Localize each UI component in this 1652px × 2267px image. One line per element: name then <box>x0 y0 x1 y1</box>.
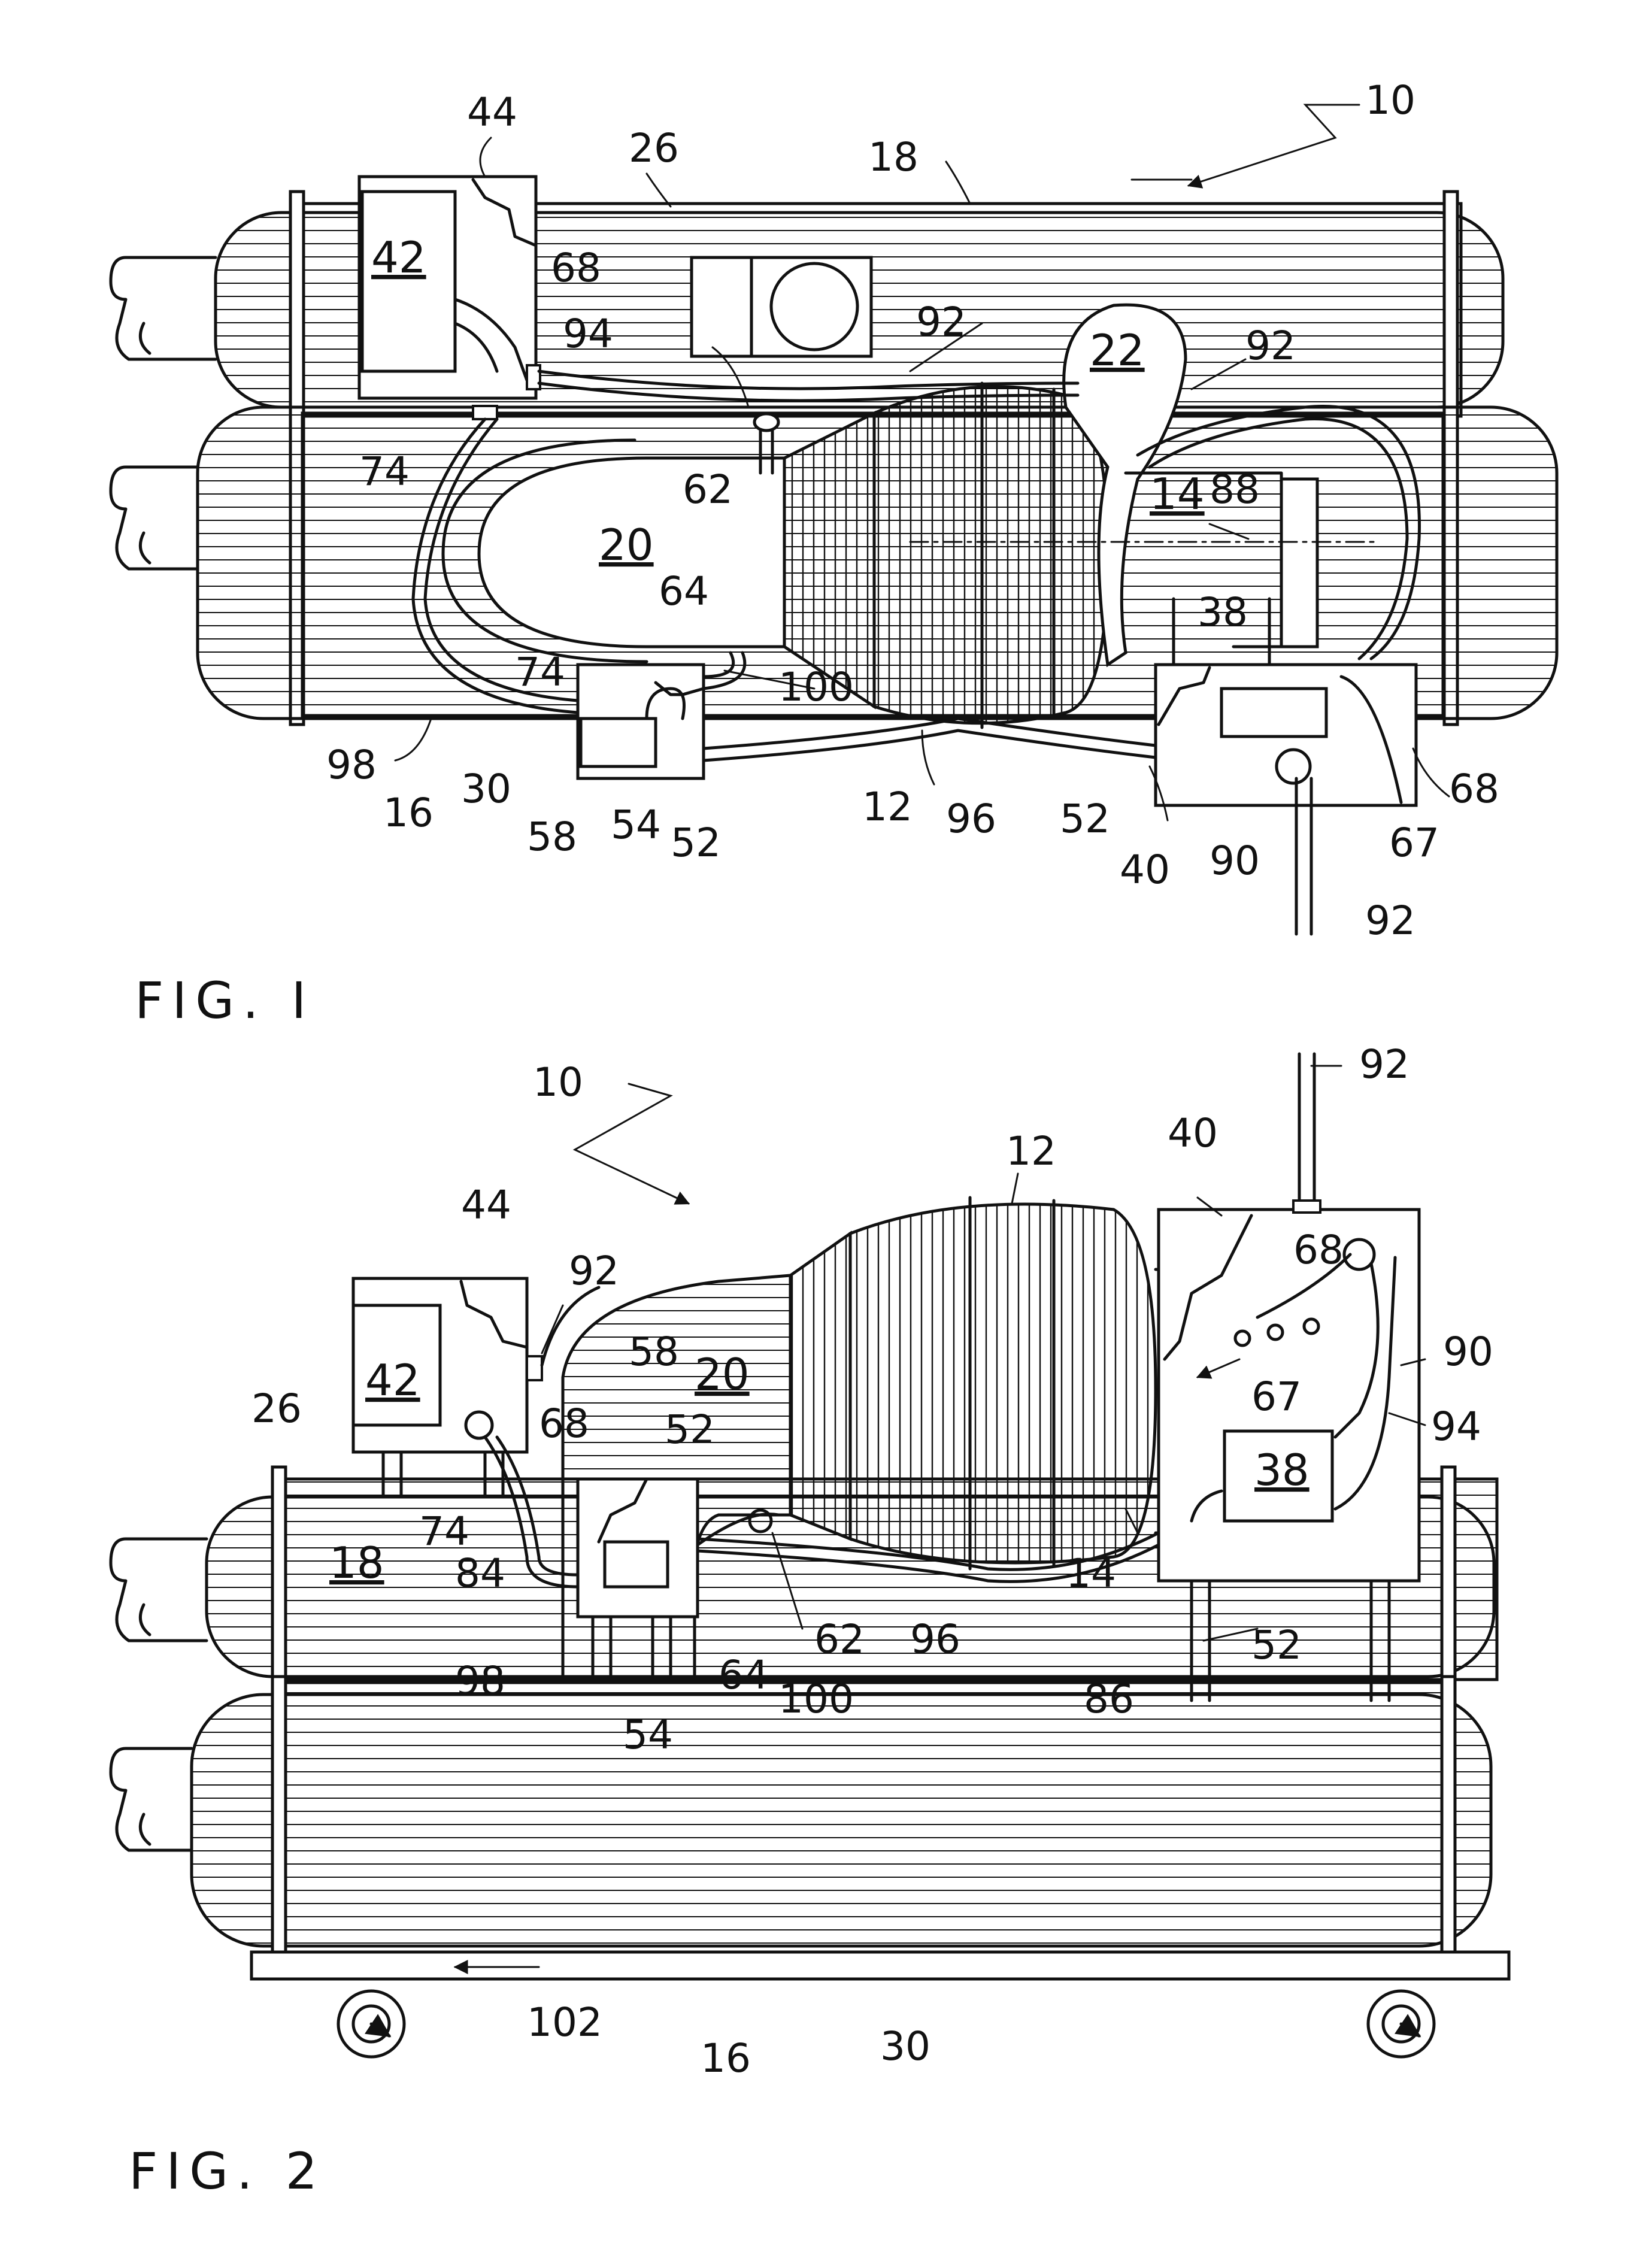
fig2-valve-box-58 <box>576 1477 699 1678</box>
fig2-label-16: 16 <box>701 2035 751 2081</box>
fig1-label-100: 100 <box>778 664 854 710</box>
fig1-label-54: 54 <box>611 802 661 848</box>
fig1-label-74b: 74 <box>515 649 565 695</box>
fig2-label-74: 74 <box>419 1508 469 1554</box>
figure-1: 10 44 26 18 42 68 94 92 22 92 62 14 88 2… <box>109 77 1559 1030</box>
fig2-label-12: 12 <box>1006 1128 1056 1174</box>
fig1-label-67: 67 <box>1389 820 1439 866</box>
fig1-label-74a: 74 <box>359 448 410 495</box>
fig1-label-62: 62 <box>683 466 733 513</box>
fig1-label-68b: 68 <box>1449 766 1499 812</box>
fig1-label-12: 12 <box>862 784 913 830</box>
figure-2: 10 92 12 40 44 92 68 58 20 42 90 26 67 6… <box>109 1041 1511 2201</box>
fig2-label-42: 42 <box>365 1355 420 1405</box>
fig1-label-18: 18 <box>868 134 919 180</box>
fig2-label-58: 58 <box>629 1329 679 1375</box>
fig1-label-52a: 52 <box>671 820 721 866</box>
fig1-label-92c: 92 <box>1365 898 1415 944</box>
fig1-label-52b: 52 <box>1060 796 1110 842</box>
fig2-label-14: 14 <box>1066 1550 1116 1596</box>
fig1-label-92b: 92 <box>1245 323 1296 369</box>
fig1-label-26: 26 <box>629 125 679 171</box>
fig1-label-14: 14 <box>1150 469 1205 519</box>
fig2-label-52a: 52 <box>665 1407 715 1453</box>
fig1-label-40: 40 <box>1120 847 1170 893</box>
fig1-label-44: 44 <box>467 89 517 135</box>
tubing <box>411 369 1421 762</box>
fig1-label-64: 64 <box>659 568 709 614</box>
fig2-label-102: 102 <box>527 1999 602 2045</box>
fig1-label-58: 58 <box>527 814 577 860</box>
fig2-caption: FIG. 2 <box>129 2142 326 2201</box>
fig1-labels: 10 44 26 18 42 68 94 92 22 92 62 14 88 2… <box>326 77 1499 944</box>
fig2-starter-box-40 <box>1157 1052 1421 1702</box>
fig1-label-90: 90 <box>1210 838 1260 884</box>
fig2-label-20: 20 <box>695 1349 750 1399</box>
sight-window <box>690 256 873 358</box>
fig2-label-92b: 92 <box>569 1248 619 1294</box>
fig2-label-38: 38 <box>1254 1445 1310 1495</box>
fig2-label-64: 64 <box>719 1652 769 1698</box>
fig1-label-94: 94 <box>563 311 613 357</box>
fig2-label-18: 18 <box>329 1538 384 1588</box>
fig1-label-16: 16 <box>383 790 434 836</box>
fig2-label-92a: 92 <box>1359 1041 1409 1087</box>
fig1-label-22: 22 <box>1090 325 1145 375</box>
fig1-label-30: 30 <box>461 766 511 812</box>
fig1-caption: FIG. I <box>135 971 314 1030</box>
control-box-44 <box>357 175 541 420</box>
fig2-label-54: 54 <box>623 1712 673 1758</box>
fig2-control-box-44 <box>351 1277 543 1499</box>
fig2-label-96: 96 <box>910 1616 960 1662</box>
fig2-lower-vessel <box>109 1675 1493 1960</box>
fig2-label-30: 30 <box>880 2023 930 2069</box>
fig2-label-94: 94 <box>1431 1404 1481 1450</box>
valve-box-58 <box>576 663 705 780</box>
fig2-label-68b: 68 <box>539 1401 589 1447</box>
fig1-label-10: 10 <box>1365 77 1415 123</box>
fig2-label-67: 67 <box>1251 1374 1302 1420</box>
fig2-label-68a: 68 <box>1293 1227 1344 1273</box>
starter-box-40 <box>1154 663 1418 936</box>
fig2-leaders <box>541 1065 1426 1642</box>
fig2-label-90: 90 <box>1443 1329 1493 1375</box>
fig2-label-10: 10 <box>533 1059 583 1105</box>
fig1-label-20: 20 <box>599 520 654 570</box>
fig2-label-44: 44 <box>461 1182 511 1228</box>
fig2-label-84: 84 <box>455 1550 505 1596</box>
fig1-label-42: 42 <box>371 232 426 283</box>
fig2-label-62: 62 <box>814 1616 865 1662</box>
fig1-label-98: 98 <box>326 742 377 788</box>
fig2-label-100: 100 <box>778 1676 854 1722</box>
fig2-tubing <box>483 1286 1223 1589</box>
compressor-12 <box>783 303 1378 729</box>
fig2-label-40: 40 <box>1168 1110 1218 1156</box>
fig1-label-68a: 68 <box>551 245 601 291</box>
fig2-label-86: 86 <box>1084 1676 1134 1722</box>
fig1-label-92a: 92 <box>916 299 966 345</box>
suction-elbow-20 <box>441 438 786 663</box>
fig2-label-52b: 52 <box>1251 1622 1302 1668</box>
fig1-label-38: 38 <box>1198 589 1248 635</box>
fig2-base-frame <box>250 1950 1511 2059</box>
fig2-label-26: 26 <box>251 1386 302 1432</box>
fig1-leaders <box>394 104 1450 822</box>
fig1-label-88: 88 <box>1210 466 1260 513</box>
fig2-labels: 10 92 12 40 44 92 68 58 20 42 90 26 67 6… <box>251 1041 1493 2081</box>
fig1-label-96: 96 <box>946 796 996 842</box>
fig2-label-98: 98 <box>455 1658 505 1704</box>
